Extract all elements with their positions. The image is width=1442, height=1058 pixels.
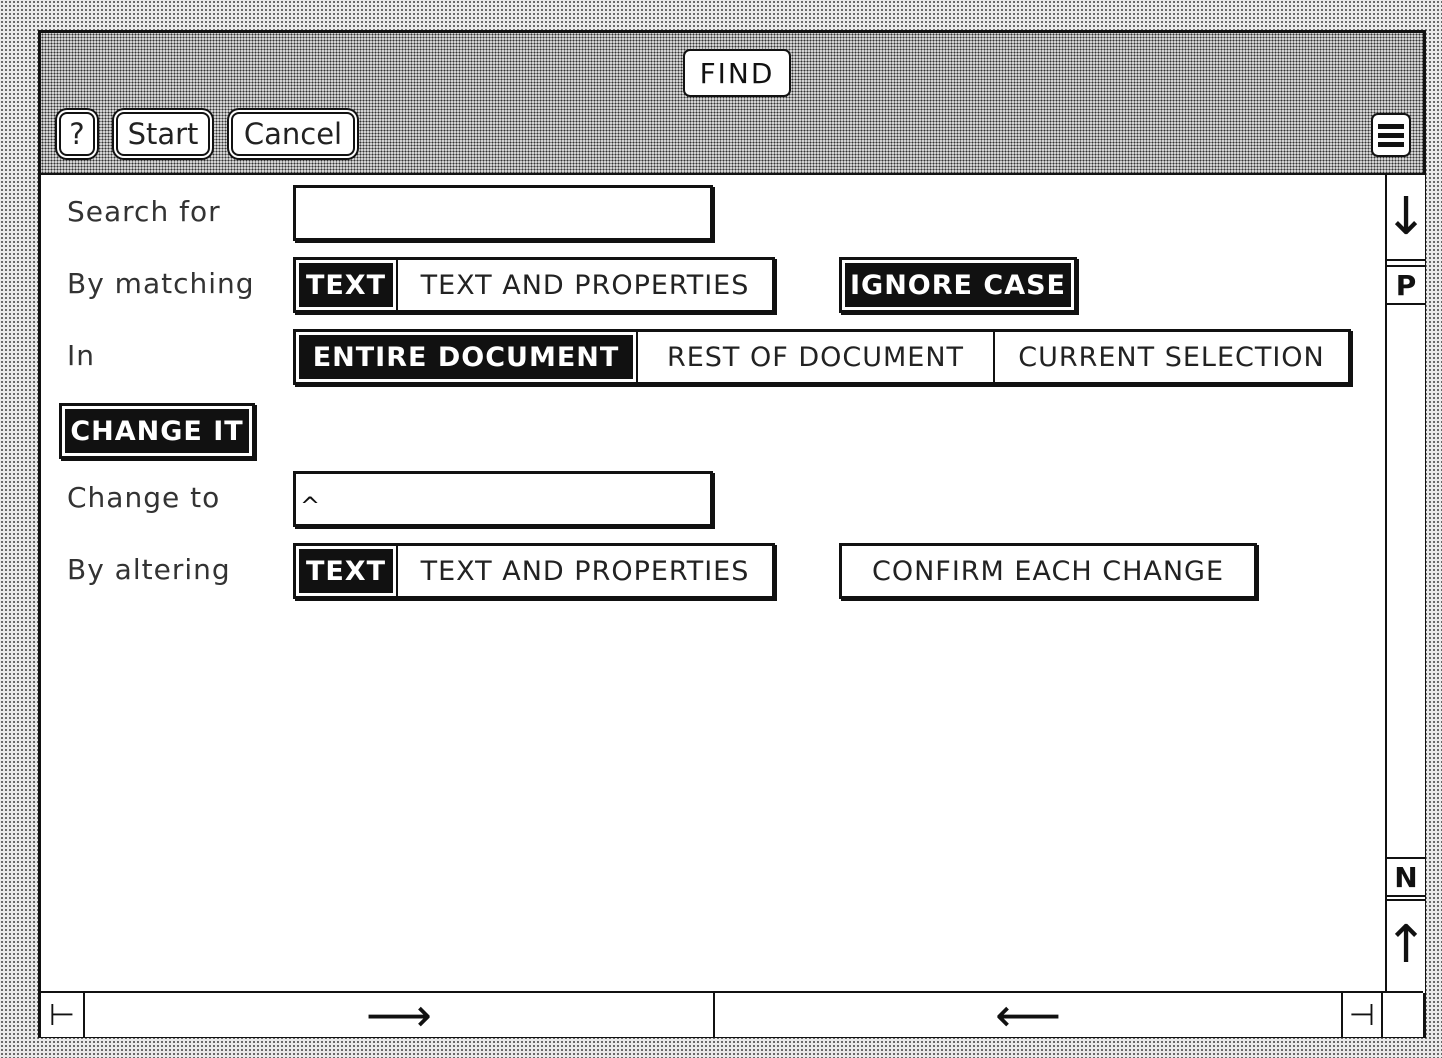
find-window: FIND ? Start Cancel Search for By matchi… bbox=[38, 30, 1428, 1042]
scope-option-current-selection[interactable]: CURRENT SELECTION bbox=[993, 332, 1348, 382]
search-for-field[interactable] bbox=[293, 185, 713, 241]
change-it-toggle[interactable]: CHANGE IT bbox=[59, 403, 255, 459]
scope-option-rest-of-document[interactable]: REST OF DOCUMENT bbox=[636, 332, 993, 382]
by-altering-label: By altering bbox=[67, 553, 231, 586]
cancel-button[interactable]: Cancel bbox=[231, 112, 355, 156]
altering-option-text[interactable]: TEXT bbox=[296, 546, 396, 596]
scroll-right-arrow-icon[interactable]: ⟶ bbox=[85, 988, 715, 1042]
ignore-case-toggle[interactable]: IGNORE CASE bbox=[839, 257, 1077, 313]
scroll-left-arrow-icon[interactable]: ⟵ bbox=[715, 988, 1343, 1042]
scroll-down-arrow-icon[interactable]: ↓ bbox=[1384, 175, 1428, 261]
start-button[interactable]: Start bbox=[116, 112, 210, 156]
by-matching-label: By matching bbox=[67, 267, 255, 300]
next-page-button[interactable]: N bbox=[1387, 857, 1425, 897]
altering-choice-group: TEXT TEXT AND PROPERTIES bbox=[293, 543, 775, 599]
scroll-up-arrow-icon[interactable]: ↑ bbox=[1384, 899, 1428, 989]
menu-lines-icon[interactable] bbox=[1371, 113, 1411, 157]
window-title: FIND bbox=[683, 49, 791, 97]
change-to-label: Change to bbox=[67, 481, 221, 514]
scope-choice-group: ENTIRE DOCUMENT REST OF DOCUMENT CURRENT… bbox=[293, 329, 1351, 385]
in-label: In bbox=[67, 339, 96, 372]
text-caret-icon: ^ bbox=[300, 492, 321, 520]
matching-choice-group: TEXT TEXT AND PROPERTIES bbox=[293, 257, 775, 313]
vertical-scrollbar[interactable]: ↓ P N ↑ bbox=[1384, 175, 1428, 993]
scroll-right-end-icon[interactable]: ⊣ bbox=[1343, 993, 1383, 1037]
window-header: FIND ? Start Cancel bbox=[41, 33, 1423, 175]
search-for-label: Search for bbox=[67, 195, 221, 228]
previous-page-button[interactable]: P bbox=[1387, 265, 1425, 305]
change-to-field[interactable]: ^ bbox=[293, 471, 713, 527]
confirm-each-change-toggle[interactable]: CONFIRM EACH CHANGE bbox=[839, 543, 1257, 599]
horizontal-scrollbar[interactable]: ⊢ ⟶ ⟵ ⊣ bbox=[41, 988, 1423, 1042]
altering-option-text-and-properties[interactable]: TEXT AND PROPERTIES bbox=[396, 546, 772, 596]
help-button[interactable]: ? bbox=[59, 112, 95, 156]
scroll-left-end-icon[interactable]: ⊢ bbox=[41, 993, 85, 1037]
matching-option-text-and-properties[interactable]: TEXT AND PROPERTIES bbox=[396, 260, 772, 310]
matching-option-text[interactable]: TEXT bbox=[296, 260, 396, 310]
scope-option-entire-document[interactable]: ENTIRE DOCUMENT bbox=[296, 332, 636, 382]
